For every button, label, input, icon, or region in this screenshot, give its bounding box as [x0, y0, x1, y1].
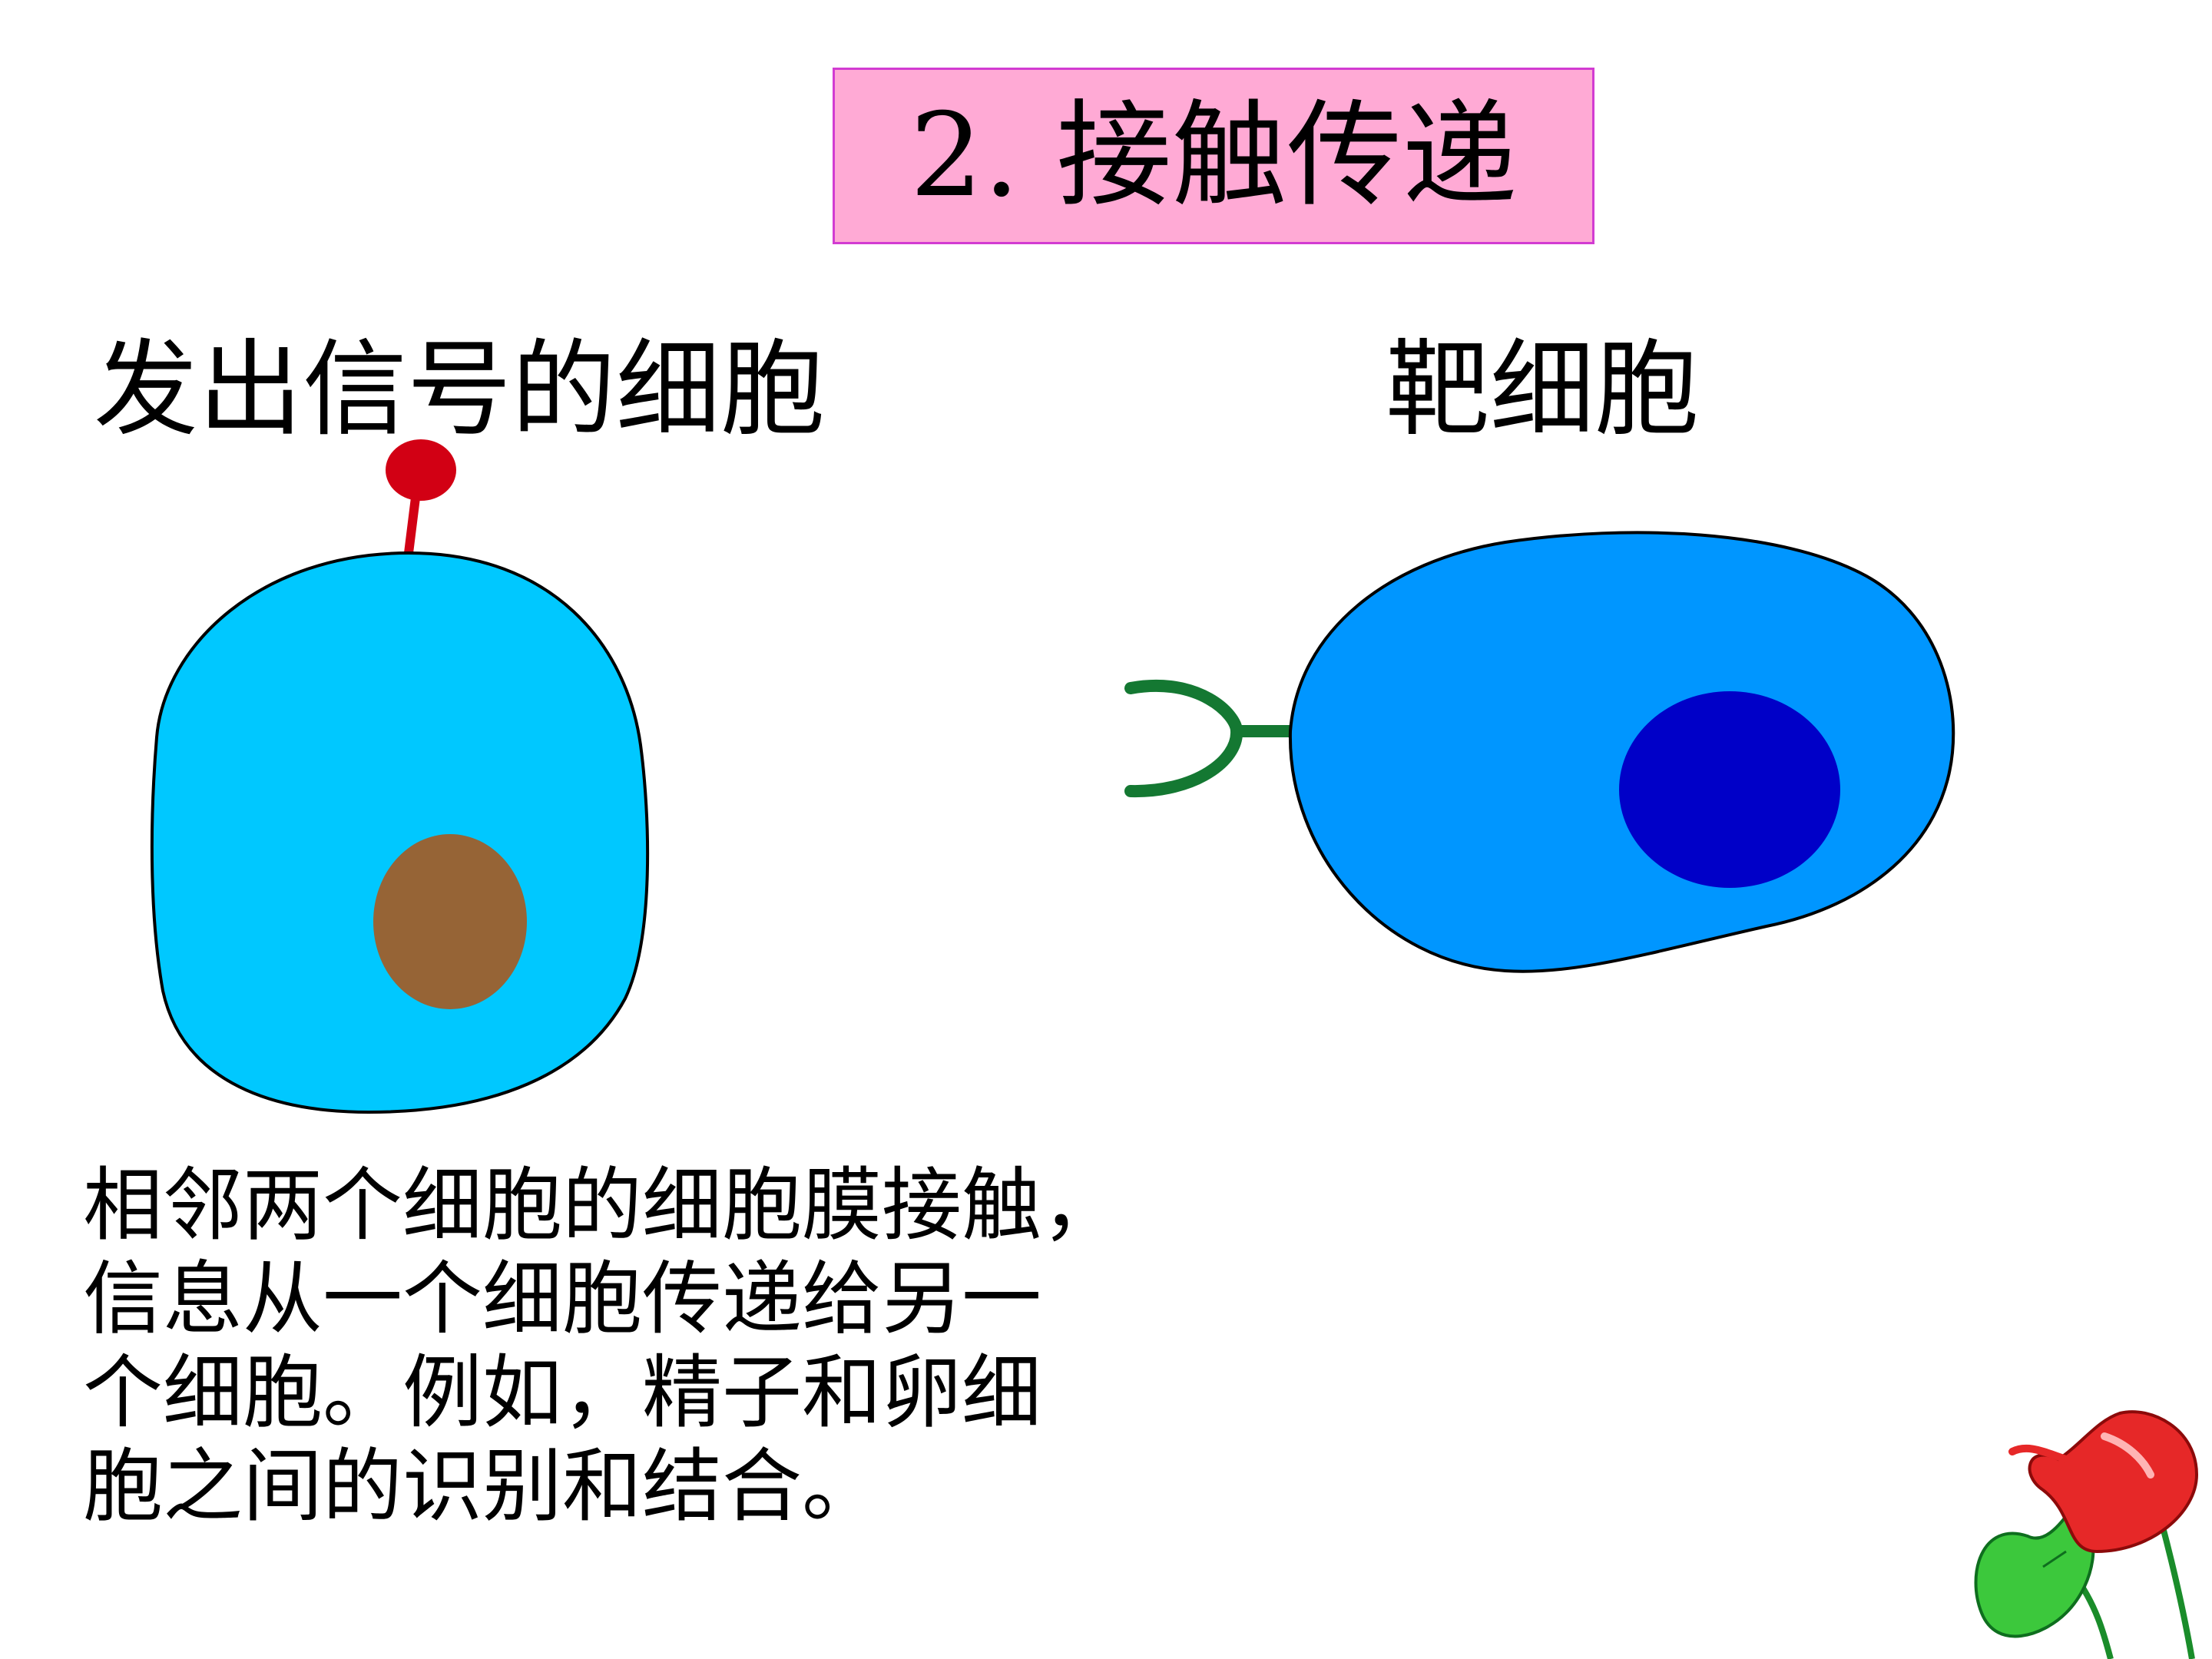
caption-line: 胞之间的识别和结合。 — [83, 1439, 882, 1533]
receptor-cup — [1124, 679, 1243, 798]
caption-line: 相邻两个细胞的细胞膜接触， — [83, 1158, 1122, 1252]
signal-molecule — [386, 439, 456, 501]
target-cell-label: 靶细胞 — [1386, 329, 1699, 451]
target-cell-body — [1288, 531, 1955, 973]
flower-decoration-icon — [1974, 1410, 2199, 1659]
target-cell-nucleus — [1619, 691, 1840, 888]
page-title: 2. 接触传递 — [909, 89, 1518, 223]
sender-cell-body — [150, 551, 650, 1114]
caption-line: 信息从一个细胞传递给另一 — [83, 1252, 1042, 1346]
caption-line: 个细胞。例如，精子和卵细 — [83, 1346, 1042, 1439]
signal-stalk — [404, 487, 421, 558]
title-box: 2. 接触传递 — [833, 68, 1594, 244]
title-background — [833, 68, 1594, 244]
sender-cell-nucleus — [373, 834, 527, 1009]
caption-text: 相邻两个细胞的细胞膜接触， 信息从一个细胞传递给另一 个细胞。例如，精子和卵细 … — [83, 1158, 1327, 1533]
sender-cell-label: 发出信号的细胞 — [94, 329, 825, 451]
